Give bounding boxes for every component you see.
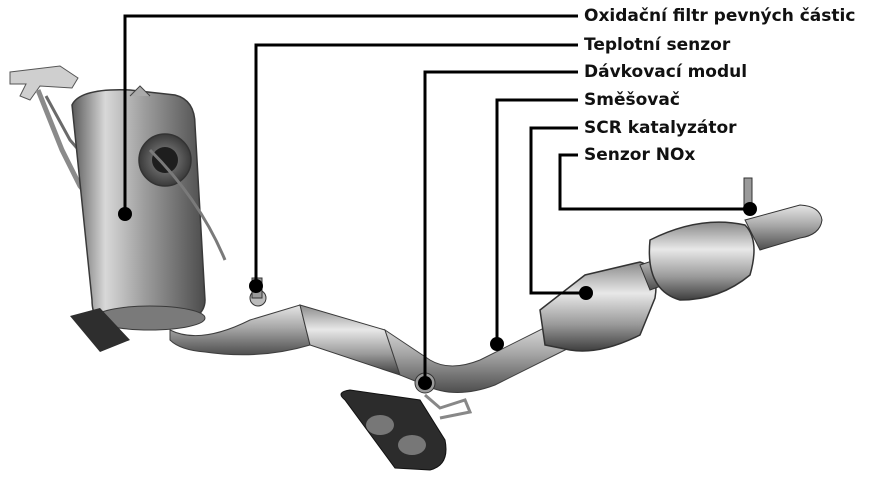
label-dosing-module: Dávkovací modul — [584, 62, 748, 82]
dot-mixer — [490, 337, 504, 351]
label-nox-sensor: Senzor NOx — [584, 145, 696, 165]
label-scr: SCR katalyzátor — [584, 118, 737, 138]
dosing-flange — [340, 372, 473, 471]
leader-lines — [123, 14, 750, 383]
leader-dosing-module — [423, 70, 578, 383]
label-dpf: Oxidační filtr pevných částic — [584, 6, 856, 26]
exhaust-pipe — [169, 277, 576, 393]
leader-temp-sensor — [254, 43, 578, 286]
label-temp-sensor: Teplotní senzor — [584, 35, 731, 55]
dot-nox-sensor — [743, 202, 757, 216]
leader-mixer — [495, 98, 578, 344]
leader-dots — [118, 202, 757, 390]
dot-scr — [579, 286, 593, 300]
leader-dpf — [123, 14, 578, 214]
leader-nox-sensor — [558, 153, 750, 211]
rear-catalyst — [648, 177, 823, 301]
dot-dpf — [118, 207, 132, 221]
dot-temp-sensor — [249, 279, 263, 293]
dot-dosing-module — [418, 376, 432, 390]
leader-scr — [529, 126, 586, 295]
dpf-canister — [70, 85, 227, 352]
label-mixer: Směšovač — [584, 90, 680, 110]
